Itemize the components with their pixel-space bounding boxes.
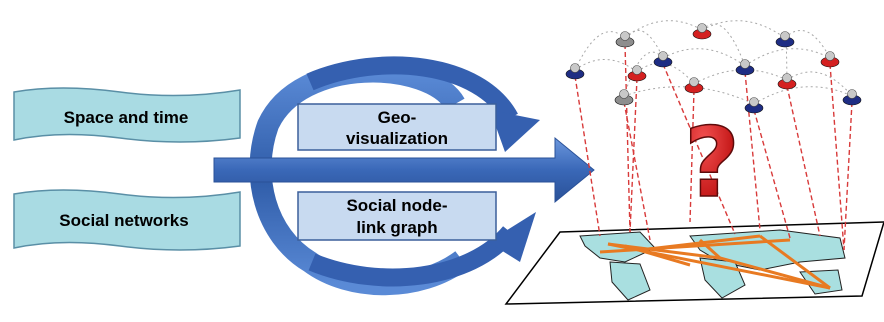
social-graph-label-line2: link graph — [356, 218, 437, 237]
projection-line — [843, 101, 853, 251]
projection-line — [744, 71, 761, 231]
question-mark-icon: ? — [683, 106, 740, 220]
projection-line — [662, 63, 736, 235]
projection-line — [689, 89, 695, 223]
banner-space-and-time: Space and time — [13, 87, 241, 143]
projection-line — [629, 77, 638, 233]
network-node-head — [619, 89, 629, 99]
globe-map-icon — [504, 221, 884, 305]
network-link — [786, 71, 853, 97]
banner-social-networks: Social networks — [13, 189, 241, 251]
network-link — [693, 69, 788, 85]
projection-line — [786, 85, 821, 237]
geo-visualization-label-line1: Geo- — [378, 108, 417, 127]
main-arrow — [213, 136, 595, 204]
network-node-head — [740, 59, 750, 69]
ring-arrowhead-bottom — [488, 212, 536, 262]
network-link — [753, 86, 853, 105]
projection-line — [753, 109, 791, 239]
social-networks-label: Social networks — [59, 211, 188, 230]
network-node-head — [749, 97, 759, 107]
route-lines — [599, 234, 831, 290]
projection-line — [623, 101, 651, 241]
network-node-head — [697, 23, 707, 33]
network-node-head — [780, 31, 790, 41]
network-node-head — [570, 63, 580, 73]
network-link — [744, 48, 831, 67]
network-link — [701, 20, 786, 39]
network-link — [624, 29, 664, 59]
social-graph-label-line1: Social node- — [346, 196, 447, 215]
network-node-head — [620, 31, 630, 41]
space-and-time-label: Space and time — [64, 108, 189, 127]
projection-line — [624, 43, 631, 233]
question-mark-glyph: ? — [684, 107, 740, 219]
network-node-head — [632, 65, 642, 75]
network-link — [624, 20, 703, 39]
transformation-ring — [249, 56, 540, 296]
social-graph-box: Social node- link graph — [297, 191, 497, 241]
projection-line — [829, 63, 845, 251]
geo-visualization-box: Geo- visualization — [297, 103, 497, 151]
network-node-head — [825, 51, 835, 61]
node-link-network-icon — [565, 20, 862, 251]
projection-line — [574, 75, 601, 237]
network-link — [574, 59, 638, 73]
network-link — [623, 51, 664, 97]
network-link — [574, 31, 626, 71]
network-node-head — [782, 73, 792, 83]
ring-arrowhead-top — [490, 110, 540, 152]
geo-visualization-label-line2: visualization — [346, 129, 448, 148]
network-node-head — [689, 77, 699, 87]
network-node-head — [847, 89, 857, 99]
network-node-head — [658, 51, 668, 61]
network-link — [662, 48, 746, 67]
